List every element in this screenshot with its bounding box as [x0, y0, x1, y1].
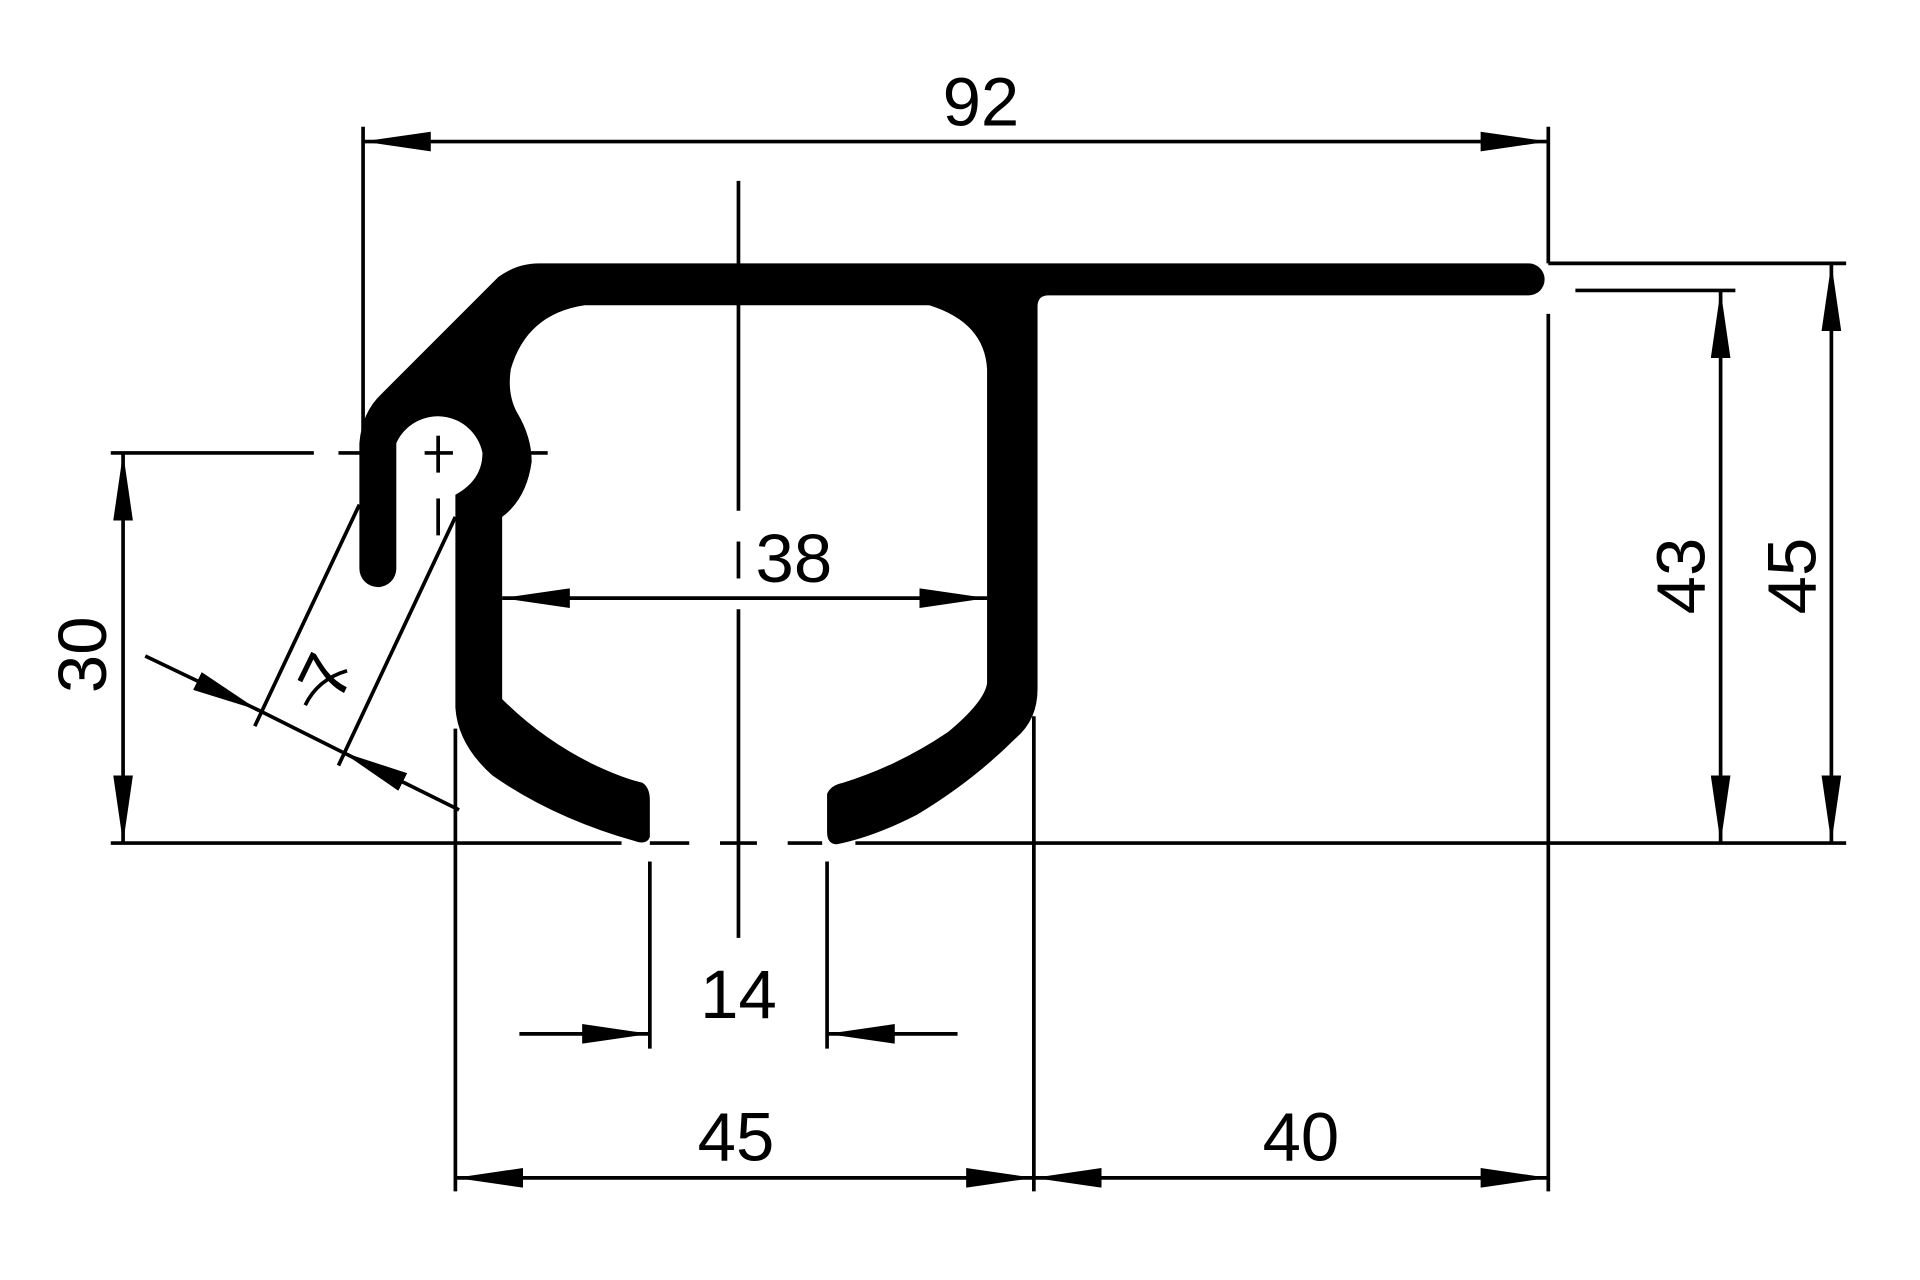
dimension-lines [113, 131, 1842, 1188]
aluminium-profile [359, 263, 1545, 845]
dim-hook-height: 30 [44, 616, 121, 693]
dim-overall-width: 92 [943, 64, 1020, 141]
dim-flange-width: 40 [1263, 1099, 1340, 1176]
dim-channel-width: 45 [698, 1099, 775, 1176]
dim-inner-height: 43 [1643, 538, 1720, 615]
dim-overall-height: 45 [1753, 538, 1830, 615]
extension-lines [110, 126, 1847, 1192]
dim-opening-width: 14 [700, 956, 777, 1033]
dim-inner-width: 38 [756, 520, 833, 597]
dim-hook-gap: 7 [283, 642, 369, 710]
